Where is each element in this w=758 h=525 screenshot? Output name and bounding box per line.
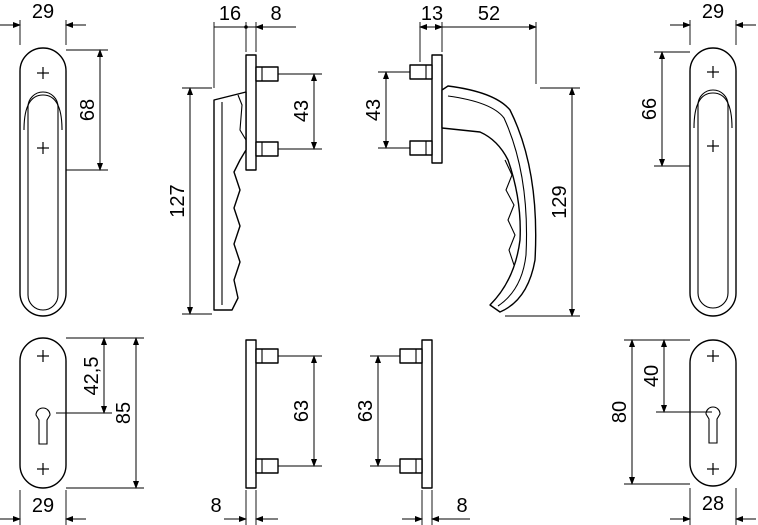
dim-front-left-height: 68	[66, 49, 108, 171]
dim-front-left-width: 29	[0, 1, 86, 45]
label-63-left: 63	[291, 400, 313, 422]
label-43-left: 43	[291, 100, 313, 122]
dim-escutcheon-side-right: 63 8	[355, 355, 470, 525]
label-66: 66	[639, 98, 661, 120]
dim-side-left-length: 127	[167, 87, 212, 315]
front-handle-right	[689, 47, 737, 317]
side-handle-right	[409, 54, 537, 313]
label-13: 13	[421, 3, 443, 25]
side-handle-left	[213, 54, 279, 311]
label-29-top-left: 29	[32, 1, 54, 23]
label-40: 40	[641, 365, 663, 387]
dim-front-right-height: 66	[639, 51, 690, 167]
dim-side-right-top: 13 52	[419, 3, 537, 84]
label-8-top: 8	[270, 3, 281, 25]
label-28: 28	[702, 493, 724, 515]
label-52: 52	[478, 3, 500, 25]
dim-side-right-screws: 43	[363, 71, 410, 149]
dim-side-left-screws: 43	[278, 73, 322, 150]
escutcheon-front-right	[689, 339, 737, 487]
label-68: 68	[77, 99, 99, 121]
dim-front-right-width: 29	[670, 1, 756, 45]
label-63-right: 63	[355, 400, 377, 422]
label-129: 129	[549, 185, 571, 218]
escutcheon-side-right	[399, 339, 433, 489]
label-8-bottom-left: 8	[210, 495, 221, 517]
label-80: 80	[609, 401, 631, 423]
dim-escutcheon-side-left: 63 8	[210, 355, 322, 525]
front-handle-left	[19, 47, 67, 317]
dim-side-left-top: 16 8	[213, 3, 296, 88]
label-8-bottom-right: 8	[456, 495, 467, 517]
label-127: 127	[167, 184, 189, 217]
label-16: 16	[219, 3, 241, 25]
dim-escutcheon-left: 42,5 85 29	[0, 337, 144, 525]
label-29-bottom: 29	[32, 495, 54, 517]
dim-escutcheon-right: 80 40 28	[609, 339, 756, 525]
label-43-right: 43	[363, 99, 385, 121]
label-29-top-right: 29	[702, 1, 724, 23]
dim-side-right-length: 129	[505, 87, 580, 317]
label-85: 85	[113, 402, 135, 424]
escutcheon-front-left	[19, 337, 67, 489]
escutcheon-side-left	[245, 339, 279, 489]
label-42-5: 42,5	[81, 357, 103, 396]
